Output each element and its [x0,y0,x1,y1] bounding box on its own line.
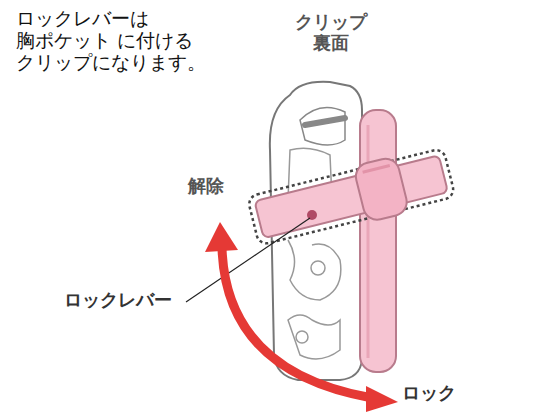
arrowhead-release [205,222,238,252]
lever-knob-shade [363,165,390,172]
release-label: 解除 [188,176,236,197]
lever-dotted-outline [247,148,455,245]
clip-contour [288,240,341,300]
clip-hole [311,261,325,275]
part-name: ロックレバー [64,290,184,311]
lever-arm [254,155,448,238]
clip-bar [360,110,396,372]
clip-slot [300,108,345,146]
note-text: ロックレバーは 胸ポケット に付ける クリップになります。 [16,8,221,74]
rotation-arrow [222,248,372,398]
view-label: クリップ 裏面 [290,12,372,53]
lock-label: ロック [402,383,472,404]
lever-knob [353,156,410,223]
clip-pin [305,118,345,125]
clip-hole [288,315,340,359]
clip-bar-shade [367,125,370,358]
lock-lever [246,144,456,249]
clip-hole [296,331,308,343]
arrowhead-lock [366,386,398,412]
leader-line [186,218,310,302]
